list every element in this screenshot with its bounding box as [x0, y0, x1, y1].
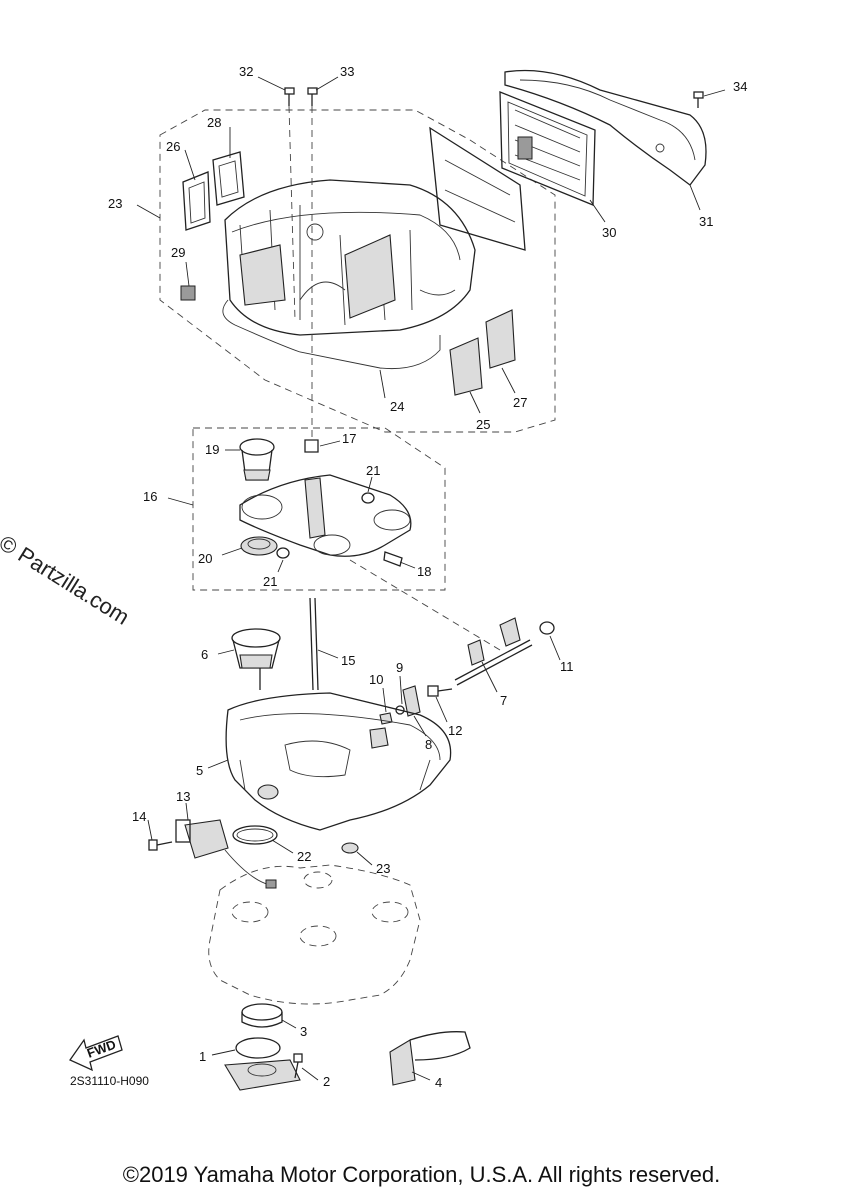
intake-screen	[429, 126, 526, 251]
drawing-code: 2S31110-H090	[70, 1074, 149, 1088]
lever-8	[402, 685, 421, 717]
rod-15	[309, 597, 319, 691]
collar-21-lower	[276, 547, 290, 559]
callout-5: 5	[196, 763, 203, 778]
duct-plate-28	[485, 309, 516, 369]
engine-head-outline	[208, 864, 421, 1005]
washer-9	[395, 705, 405, 715]
callout-22: 22	[297, 849, 311, 864]
screw-35	[693, 91, 704, 108]
callout-30: 29	[171, 245, 185, 260]
duct-plate-27	[182, 171, 211, 231]
callout-32: 31	[699, 214, 713, 229]
funnel-plate	[239, 474, 412, 557]
callout-23: 23	[376, 861, 390, 876]
callout-16: 16	[143, 489, 157, 504]
callout-18: 18	[417, 564, 431, 579]
screw-33	[284, 87, 295, 106]
callout-34: 33	[340, 64, 354, 79]
callout-15: 15	[341, 653, 355, 668]
callout-labels: 32 33 34 28 26 23 29 30 31 24 25 27 19 1…	[108, 64, 747, 1090]
airbox-group-boundary	[159, 109, 556, 433]
callout-24: 23	[108, 196, 122, 211]
callout-35: 34	[733, 79, 747, 94]
cap-11	[539, 621, 555, 635]
duct-plate-29	[212, 151, 245, 206]
throttle-body-joint-1	[224, 1037, 301, 1091]
callout-26: 25	[476, 417, 490, 432]
callout-1: 1	[199, 1049, 206, 1064]
callout-31: 30	[602, 225, 616, 240]
callout-3: 3	[300, 1024, 307, 1039]
airbox-lower-case	[225, 692, 452, 831]
air-filter-element	[499, 91, 596, 206]
duct-plate-26	[449, 337, 483, 396]
o-ring-22	[232, 825, 278, 845]
callout-12: 12	[448, 723, 462, 738]
callout-17: 17	[342, 431, 356, 446]
nut-10	[379, 712, 393, 725]
clamp-3	[241, 1003, 283, 1028]
bolt-12	[427, 685, 453, 697]
callout-28: 27	[513, 395, 527, 410]
callout-20: 20	[198, 551, 212, 566]
shaft-7	[454, 617, 533, 686]
callout-21-upper: 21	[366, 463, 380, 478]
sensor-13	[175, 819, 277, 889]
callout-6: 6	[201, 647, 208, 662]
funnel-group-boundary	[192, 427, 446, 591]
callout-10: 10	[369, 672, 383, 687]
fwd-arrow-icon: FWD	[69, 1035, 123, 1072]
callout-19: 19	[205, 442, 219, 457]
callout-27: 26	[166, 139, 180, 154]
callout-4: 4	[435, 1075, 442, 1090]
collar-21-upper	[361, 492, 375, 504]
callout-7: 7	[500, 693, 507, 708]
grommet-17	[304, 439, 319, 453]
screw-2	[293, 1053, 303, 1079]
screw-34	[307, 87, 318, 106]
callout-25: 24	[390, 399, 404, 414]
callout-13: 13	[176, 789, 190, 804]
callout-2: 2	[323, 1074, 330, 1089]
callout-21-lower: 21	[263, 574, 277, 589]
callout-11: 11	[560, 659, 574, 674]
airbox-cover	[504, 69, 707, 186]
callout-9: 9	[396, 660, 403, 675]
leader-lines	[136, 76, 726, 1081]
plug-23	[341, 842, 359, 854]
velocity-stack-19	[239, 438, 275, 481]
copyright-notice: ©2019 Yamaha Motor Corporation, U.S.A. A…	[122, 1162, 721, 1187]
clip-18	[383, 551, 403, 567]
velocity-stack-20	[240, 536, 278, 556]
callout-8: 8	[425, 737, 432, 752]
cover-4	[389, 1031, 471, 1086]
airbox-case	[224, 179, 476, 336]
airbox-seal	[222, 299, 441, 370]
clip-30	[180, 285, 196, 301]
callout-33: 32	[239, 64, 253, 79]
callout-14: 14	[132, 809, 146, 824]
callout-29: 28	[207, 115, 221, 130]
bolt-14	[148, 839, 173, 851]
funnel-6	[231, 628, 281, 690]
